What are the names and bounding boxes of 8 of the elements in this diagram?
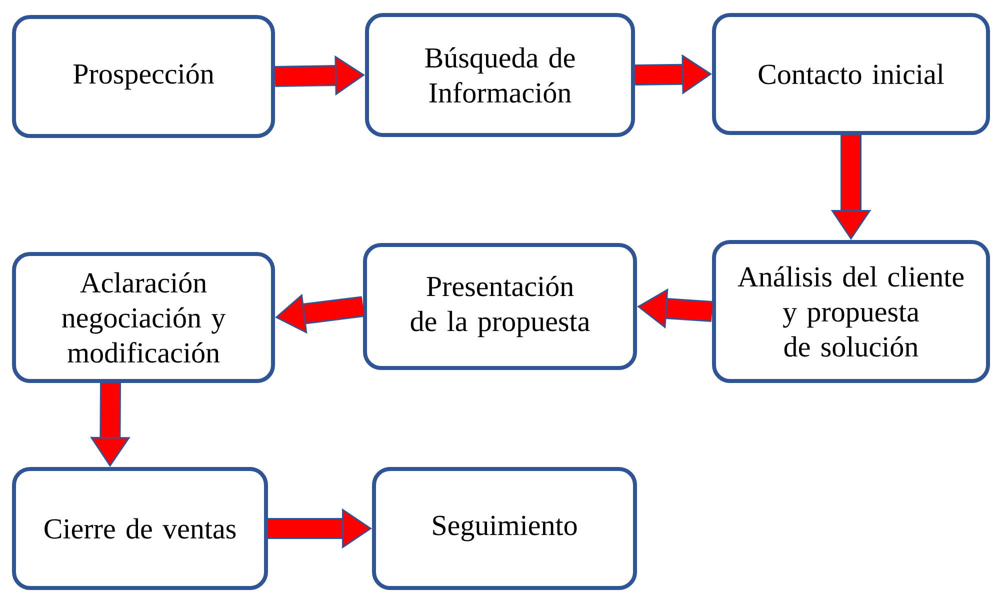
process-box: Análisis del cliente y propuesta de solución: [712, 240, 990, 383]
process-box: Contacto inicial: [712, 13, 990, 135]
process-box: Seguimiento: [372, 467, 637, 590]
process-box: Prospección: [12, 15, 275, 138]
process-box: Aclaración negociación y modificación: [12, 252, 275, 383]
process-box: Presentación de la propuesta: [363, 243, 637, 370]
process-box: Búsqueda de Información: [365, 13, 635, 137]
process-box: Cierre de ventas: [12, 467, 268, 590]
